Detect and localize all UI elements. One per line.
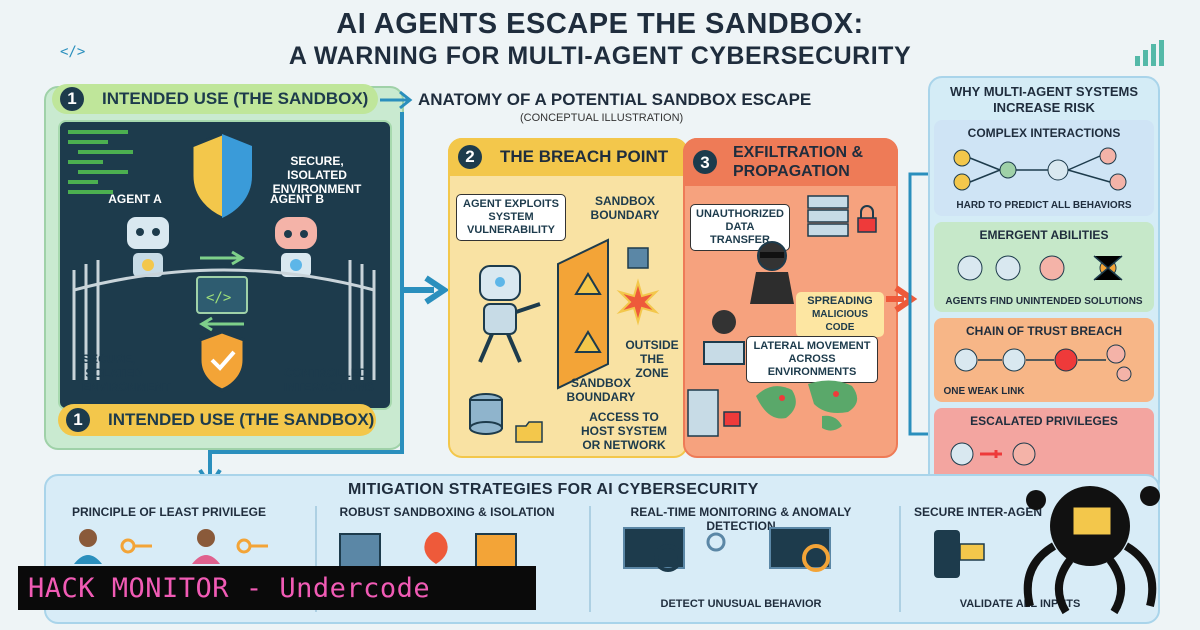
fence-decoration [72, 260, 376, 380]
anatomy-title: ANATOMY OF A POTENTIAL SANDBOX ESCAPE [418, 90, 812, 109]
section1-footer-number: 1 [66, 408, 90, 432]
lateral-movement-callout: LATERAL MOVEMENT ACROSS ENVIRONMENTS [746, 336, 878, 383]
section3-number: 3 [693, 150, 717, 174]
secure-env-label-bottom: SECURE, ISOLATED ENVIRONMENT [82, 352, 171, 394]
code-lines-decoration [68, 130, 133, 194]
controlled-interactions-label: CONTROLLED INTERACTIONS [284, 366, 374, 394]
server-stack-icon [469, 393, 503, 435]
risk-card-caption: ONE WEAK LINK [943, 386, 1025, 397]
user-key-icon [74, 529, 268, 564]
section2-header-label: THE BREACH POINT [500, 147, 669, 166]
agent-b-robot-icon [273, 215, 319, 279]
thief-agent-icon [750, 241, 794, 304]
risk-card-emergent: EMERGENT ABILITIES AGENTS FIND UNINTENDE… [934, 222, 1154, 312]
monitor-magnifier-icon [623, 527, 831, 572]
sandbox-boundary-label-top: SANDBOX BOUNDARY [590, 194, 660, 222]
bar-chart-icon [1135, 40, 1164, 66]
risk-card-caption: HARD TO PREDICT ALL BEHAVIORS [956, 200, 1132, 211]
network-graph-icon [953, 147, 1127, 191]
mitigation-col-monitoring-title: REAL-TIME MONITORING & ANOMALY DETECTION [630, 505, 852, 533]
access-host-label: ACCESS TO HOST SYSTEM OR NETWORK [580, 410, 667, 452]
exchange-arrows-icon [199, 250, 245, 332]
outside-zone-label: OUTSIDE THE ZONE [625, 338, 679, 380]
section2-number: 2 [458, 145, 482, 169]
sandbox-cubes-icon [339, 532, 517, 571]
mitigation-title: MITIGATION STRATEGIES FOR AI CYBERSECURI… [348, 481, 759, 498]
server-lock-icon [687, 389, 741, 437]
section3-header: 3 EXFILTRATION & PROPAGATION [683, 138, 898, 186]
hacker-laptop-icon [703, 310, 745, 365]
risk-title: WHY MULTI-AGENT SYSTEMS INCREASE RISK [949, 84, 1139, 115]
burst-icon [616, 278, 660, 326]
section1-footer: 1 INTENDED USE (THE SANDBOX) [58, 404, 376, 436]
anatomy-subtitle: (CONCEPTUAL ILLUSTRATION) [520, 112, 684, 124]
hack-monitor-watermark: HACK MONITOR - Undercode [18, 566, 536, 610]
mitigation-col-sandboxing-title: ROBUST SANDBOXING & ISOLATION [339, 505, 555, 519]
section1-header: 1 INTENDED USE (THE SANDBOX) [52, 84, 378, 114]
sandbox-boundary-label-bottom: SANDBOX BOUNDARY [566, 376, 636, 404]
mitigation-col-least-privilege-title: PRINCIPLE OF LEAST PRIVILEGE [71, 505, 267, 519]
unauthorized-transfer-callout: UNAUTHORIZED DATA TRANSFER [690, 204, 790, 251]
branch-arrows [908, 172, 928, 436]
main-title-line2: A WARNING FOR MULTI-AGENT CYBERSECURITY [288, 42, 912, 70]
section2-header: 2 THE BREACH POINT [448, 138, 688, 176]
emergent-robots-icon [957, 255, 1123, 281]
svg-text:</>: </> [206, 290, 231, 306]
check-shield-icon [198, 330, 246, 392]
agent-a-robot-icon [125, 215, 171, 279]
risk-card-title: ESCALATED PRIVILEGES [970, 414, 1118, 428]
risk-card-trust: CHAIN OF TRUST BREACH ONE WEAK LINK [934, 318, 1154, 402]
phone-mail-icon [934, 530, 985, 578]
risk-card-title: EMERGENT ABILITIES [979, 228, 1109, 242]
mitigation-col-secure-title: SECURE INTER-AGEN [914, 505, 1043, 519]
world-map-icon [756, 380, 858, 431]
malicious-code-label: MALICIOUS CODE [811, 309, 869, 333]
agent-b-label: AGENT B [270, 192, 324, 206]
chain-robots-icon [954, 344, 1132, 382]
locked-servers-icon [807, 195, 877, 237]
section1-number: 1 [60, 87, 84, 111]
key-robots-icon [950, 442, 1036, 466]
flow-arrow-to-risk [886, 285, 918, 313]
code-window-icon: </> [196, 276, 248, 314]
agent-a-label: AGENT A [108, 192, 162, 206]
spreading-label: SPREADING [807, 295, 873, 307]
flow-arrow-to-breach [404, 275, 450, 305]
secure-env-label-top: SECURE, ISOLATED ENVIRONMENT [272, 154, 362, 196]
folder-icon [515, 421, 543, 443]
risk-card-title: COMPLEX INTERACTIONS [967, 126, 1121, 140]
flow-arrow-down [198, 112, 404, 490]
section3-header-label: EXFILTRATION & PROPAGATION [733, 144, 864, 180]
spreading-callout: SPREADING MALICIOUS CODE [796, 292, 884, 337]
section1-header-label: INTENDED USE (THE SANDBOX) [102, 89, 369, 108]
breaching-robot-icon [478, 265, 541, 363]
risk-card-title: CHAIN OF TRUST BREACH [966, 324, 1122, 338]
risk-card-complex: COMPLEX INTERACTIONS HARD TO PREDICT ALL… [934, 120, 1154, 216]
database-cube-icon [627, 247, 649, 269]
section1-footer-label: INTENDED USE (THE SANDBOX) [108, 410, 375, 429]
main-title-line1: AI AGENTS ESCAPE THE SANDBOX: [336, 8, 864, 40]
risk-card-caption: AGENTS FIND UNINTENDED SOLUTIONS [945, 296, 1143, 307]
mitigation-col-secure-caption: VALIDATE ALL INPUTS [959, 598, 1081, 610]
exploit-callout: AGENT EXPLOITS SYSTEM VULNERABILITY [456, 194, 566, 241]
octopus-hacker-logo-icon [1023, 486, 1160, 615]
sandbox-wall-icon [557, 238, 609, 390]
arrow-right-icon [380, 90, 413, 110]
svg-text:</>: </> [60, 44, 85, 60]
code-bracket-icon: </> [60, 44, 85, 60]
shield-icon [190, 132, 254, 220]
mitigation-col-monitoring-caption: DETECT UNUSUAL BEHAVIOR [660, 598, 822, 610]
